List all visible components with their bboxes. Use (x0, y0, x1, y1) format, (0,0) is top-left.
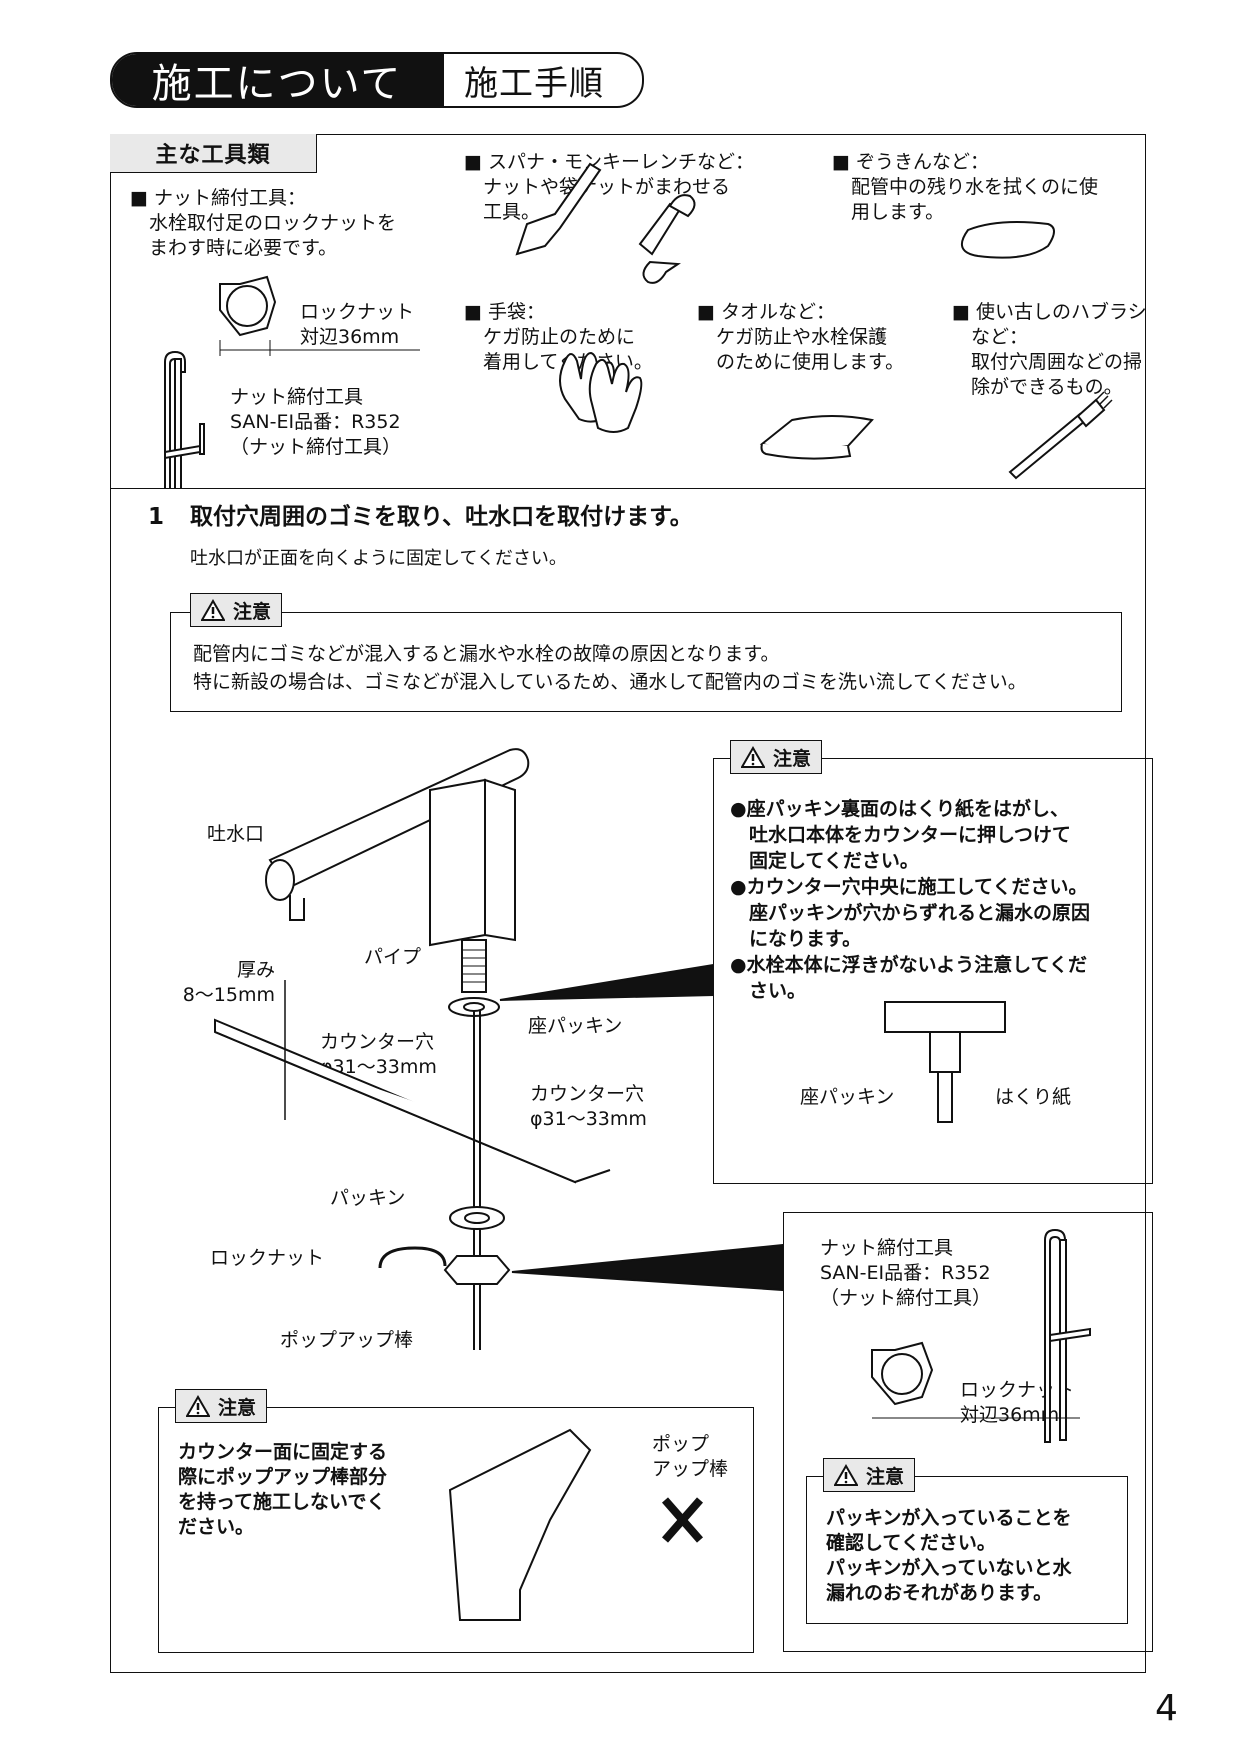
faucet-body (429, 778, 486, 947)
warning-icon (186, 1395, 210, 1417)
towel-icon (759, 415, 874, 460)
step-number: 1 (148, 504, 165, 530)
pointer-wedge-2 (511, 1243, 784, 1292)
peel-paper-label: はくり紙 (995, 1086, 1072, 1108)
nut-tool-label: ナット締付工具 SAN-EI品番：R352 （ナット締付工具） (230, 386, 402, 458)
content-frame (110, 134, 1146, 1673)
caution-text-1: 配管内にゴミなどが混入すると漏水や水栓の故障の原因となります。 特に新設の場合は… (193, 643, 1027, 693)
hex-nut-icon (219, 275, 420, 356)
caution-text-2: ●座パッキン裏面のはくり紙をはがし、 吐水口本体をカウンターに押しつけて 固定し… (730, 798, 1091, 1002)
caution-box-3 (806, 1476, 1128, 1624)
towel-text: ■ タオルなど： ケガ防止や水栓保護 のために使用します。 (697, 301, 905, 373)
caution-tag-3: 注意 (823, 1458, 916, 1492)
caution-text-4: カウンター面に固定する 際にポップアップ棒部分 を持って施工しないでく ださい。 (178, 1441, 388, 1538)
page-number: 4 (1155, 1688, 1178, 1729)
toothbrush-icon (1008, 391, 1113, 480)
warning-icon (834, 1464, 858, 1486)
seat-packing-label: 座パッキン (528, 1015, 623, 1037)
rag-icon (960, 221, 1055, 259)
spout-tip (265, 859, 295, 901)
packing-label: パッキン (330, 1187, 406, 1209)
gloves-icon (559, 351, 643, 433)
locknut-label: ロックナット 対辺36mm (300, 301, 415, 348)
warning-icon (741, 746, 765, 768)
prohibited-x-icon (661, 1497, 704, 1543)
spanner-text: ■ スパナ・モンキーレンチなど： ナットや袋ナットがまわせる 工具。 (464, 151, 754, 223)
popup-rod-label: ポップアップ棒 (280, 1329, 414, 1351)
detail-fitting (884, 1001, 1006, 1033)
pipe-label: パイプ (364, 946, 422, 968)
nut-tool-box (783, 1212, 1153, 1652)
counter-hole-label-1: カウンター穴 φ31～33mm (320, 1031, 437, 1078)
tools-illustrations (164, 162, 1113, 488)
caution-tag-4: 注意 (175, 1389, 268, 1423)
caution-tag-1: 注意 (190, 593, 283, 627)
caution-label: 注意 (218, 1396, 257, 1419)
popup-label-detail: ポップ アップ棒 (652, 1433, 729, 1480)
brush-text: ■ 使い古しのハブラシ など： 取付穴周囲などの掃 除ができるもの。 (952, 301, 1147, 398)
spout-label: 吐水口 (207, 823, 265, 845)
lock-nut (443, 1255, 511, 1285)
caution-box-4 (158, 1407, 754, 1653)
caution-label: 注意 (233, 600, 272, 623)
page-subtitle: 施工手順 (442, 54, 642, 106)
warning-icon (201, 599, 225, 621)
nut-tool-text: ■ ナット締付工具： 水栓取付足のロックナットを まわす時に必要です。 (130, 187, 397, 259)
caution-text-3: パッキンが入っていることを 確認してください。 パッキンが入っていないと水 漏れ… (826, 1507, 1072, 1604)
wrench-icon (515, 162, 696, 284)
section-divider (110, 488, 1146, 489)
seat-packing-label-detail: 座パッキン (800, 1086, 895, 1108)
thickness-label: 厚み 8～15mm (182, 959, 275, 1006)
step-subtext: 吐水口が正面を向くように固定してください。 (190, 548, 567, 569)
caution-label: 注意 (866, 1465, 905, 1488)
tools-heading: 主な工具類 (110, 134, 317, 173)
rotation-arrow-icon (378, 1246, 447, 1269)
counter-hole-label-2: カウンター穴 φ31～33mm (530, 1083, 647, 1130)
pointer-wedge-1 (499, 963, 714, 1001)
caution-tag-2: 注意 (730, 740, 823, 774)
page-title-banner: 施工について 施工手順 (110, 52, 644, 108)
step-heading: 取付穴周囲のゴミを取り、吐水口を取付けます。 (190, 504, 693, 530)
caution-box-1 (170, 612, 1122, 712)
locknut-diagram-label: ロックナット (210, 1247, 325, 1269)
nut-tool-box-label: ナット締付工具 SAN-EI品番：R352 （ナット締付工具） (820, 1237, 992, 1309)
hand-illustration (448, 1428, 592, 1621)
nut-tool-icon (164, 350, 205, 488)
page-title: 施工について (112, 54, 442, 106)
caution-label: 注意 (773, 747, 812, 770)
rag-text: ■ ぞうきんなど： 配管中の残り水を拭くのに使 用します。 (832, 151, 1099, 223)
